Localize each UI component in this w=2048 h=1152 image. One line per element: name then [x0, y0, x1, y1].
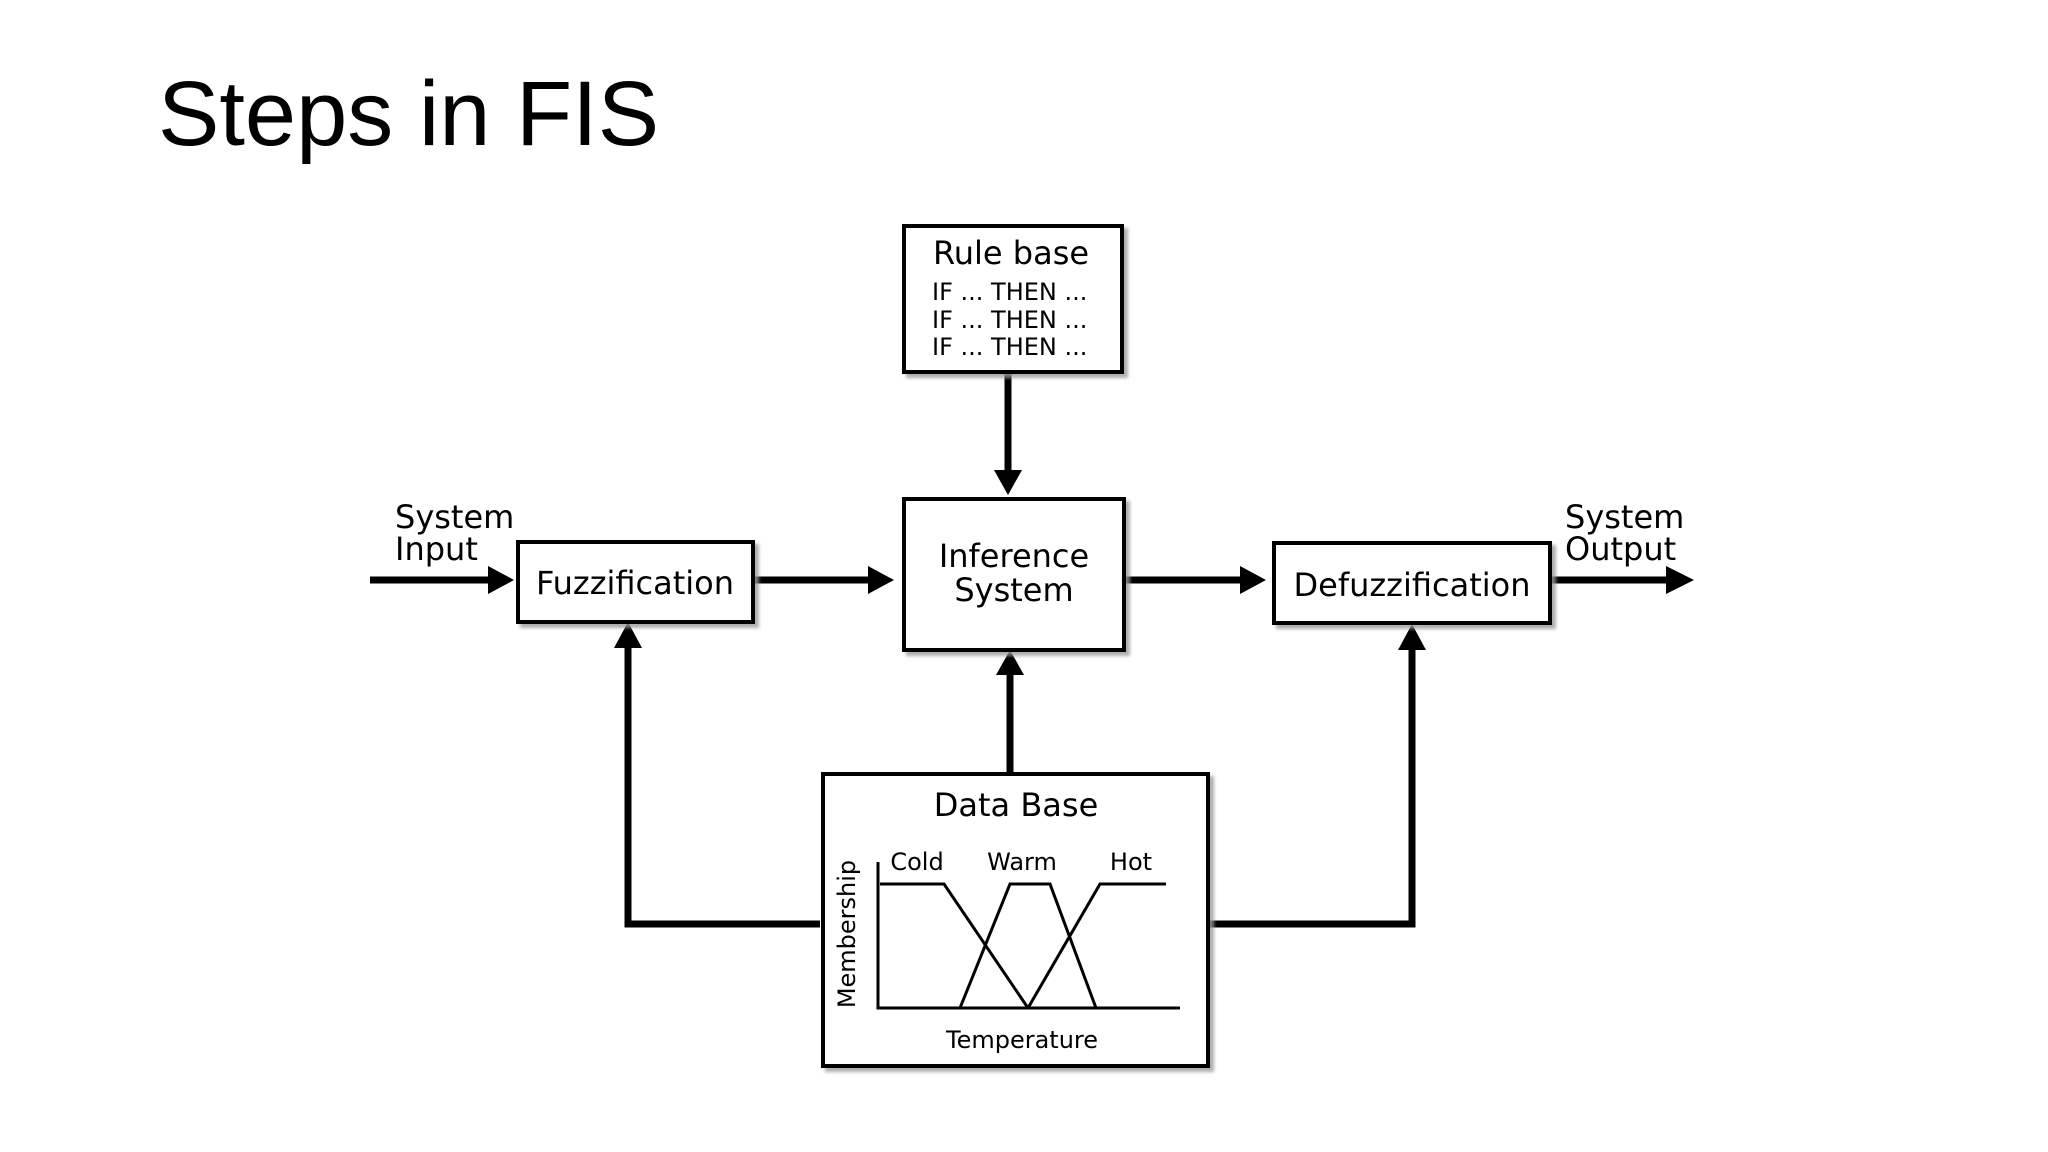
system-output-label: System Output — [1565, 498, 1684, 568]
inference-system-box: Inference System — [902, 497, 1126, 652]
data-base-box: Data Base Membership Temperature Cold Wa… — [821, 772, 1210, 1068]
svg-text:System: System — [395, 498, 514, 536]
hot-membership-curve — [1026, 882, 1166, 1009]
svg-text:Input: Input — [395, 530, 478, 568]
membership-axis-label: Membership — [833, 860, 861, 1008]
svg-text:System: System — [1565, 498, 1684, 536]
membership-plot — [876, 862, 1180, 1010]
arrowhead-database-to-fuzzification — [614, 622, 642, 648]
hot-set-label: Hot — [1110, 848, 1152, 876]
arrowhead-rulebase-to-inference — [994, 470, 1022, 495]
plot-axes — [876, 862, 1180, 1010]
inference-label-line2: System — [954, 571, 1073, 609]
cold-set-label: Cold — [890, 848, 943, 876]
rule-base-rule: IF ... THEN ... — [932, 333, 1087, 361]
arrowhead-fuzzification-to-inference — [868, 566, 894, 594]
inference-label-line1: Inference — [939, 537, 1089, 575]
arrowhead-database-to-defuzzification — [1398, 624, 1426, 650]
data-base-title: Data Base — [934, 786, 1099, 824]
connectors — [370, 374, 1694, 928]
temperature-axis-label: Temperature — [945, 1026, 1098, 1054]
arrow-database-to-defuzzification — [1206, 650, 1416, 928]
cold-membership-curve — [880, 882, 1030, 1009]
rule-base-title: Rule base — [933, 234, 1089, 272]
warm-membership-curve — [958, 882, 1098, 1009]
svg-text:Output: Output — [1565, 530, 1676, 568]
arrow-database-to-fuzzification — [624, 648, 820, 928]
slide-title: Steps in FIS — [158, 63, 660, 165]
warm-set-label: Warm — [987, 848, 1057, 876]
rule-base-rule: IF ... THEN ... — [932, 306, 1087, 334]
defuzzification-box: Defuzzification — [1272, 541, 1552, 625]
fuzzification-box: Fuzzification — [516, 540, 755, 624]
arrowhead-input-to-fuzzification — [488, 566, 514, 594]
rule-base-rule: IF ... THEN ... — [932, 278, 1087, 306]
arrowhead-database-to-inference — [996, 650, 1024, 675]
rule-base-box: Rule base IF ... THEN ... IF ... THEN ..… — [902, 224, 1124, 374]
arrowhead-inference-to-defuzzification — [1240, 566, 1266, 594]
defuzzification-label: Defuzzification — [1293, 566, 1530, 604]
fuzzification-label: Fuzzification — [536, 564, 734, 602]
arrowhead-defuzzification-to-output — [1666, 566, 1694, 594]
system-input-label: System Input — [395, 498, 514, 568]
